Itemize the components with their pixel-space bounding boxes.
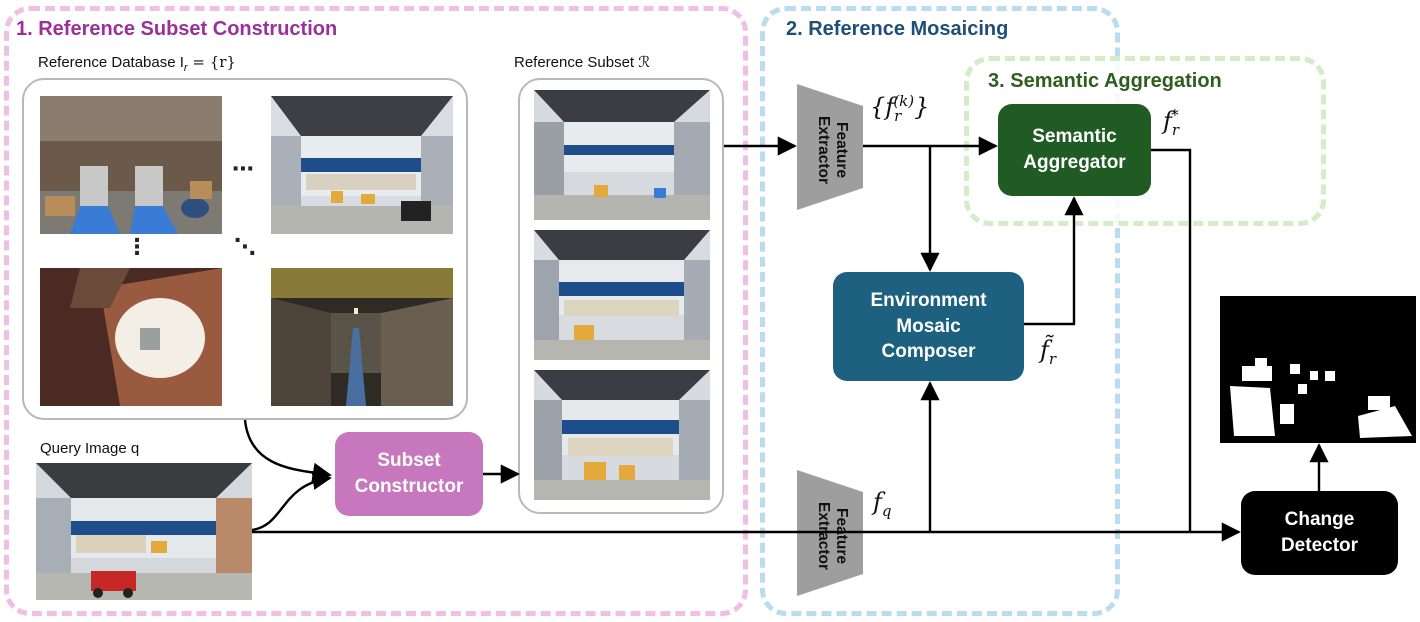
reference-image-1 [40,96,222,234]
query-image-label: Query Image q [40,440,140,457]
reference-subset-image-3 [534,370,710,500]
feature-extractor-bottom-label: Feature Extractor [815,501,850,571]
stage-2-reference-mosaicing-box [760,6,1120,616]
ddots-glyph: ⋱ [234,234,258,259]
semantic-aggregator-block: Semantic Aggregator [998,104,1151,196]
vdots-glyph: ⋮ [126,234,150,259]
stage-2-title: 2. Reference Mosaicing [786,18,1009,40]
f-r-k-label: {fr(k)} [870,92,930,125]
feature-extractor-top-label: Feature Extractor [815,115,850,185]
environment-mosaic-composer-block: Environment Mosaic Composer [833,272,1024,381]
f-r-star-label: fr* [1163,106,1180,139]
reference-image-3 [40,268,222,406]
query-image [36,463,252,600]
stage-3-title: 3. Semantic Aggregation [988,70,1222,92]
change-detector-block: Change Detector [1241,491,1398,575]
reference-image-2 [271,96,453,234]
reference-subset-label: Reference Subset ℛ [514,54,651,71]
subset-constructor-block: Subset Constructor [335,432,483,516]
change-mask-output [1220,296,1416,443]
stage-1-subset-construction-box [4,6,748,616]
reference-database-label: Reference Database Ir = {r} [38,53,236,74]
f-r-tilde-label: f̃r [1040,336,1057,368]
reference-subset-image-2 [534,230,710,360]
reference-image-4 [271,268,453,406]
f-q-label: fq [873,488,892,520]
hdots-glyph: ⋯ [232,156,256,181]
reference-subset-image-1 [534,90,710,220]
stage-1-title: 1. Reference Subset Construction [16,18,338,40]
feature-extractor-top-shape [797,84,863,210]
